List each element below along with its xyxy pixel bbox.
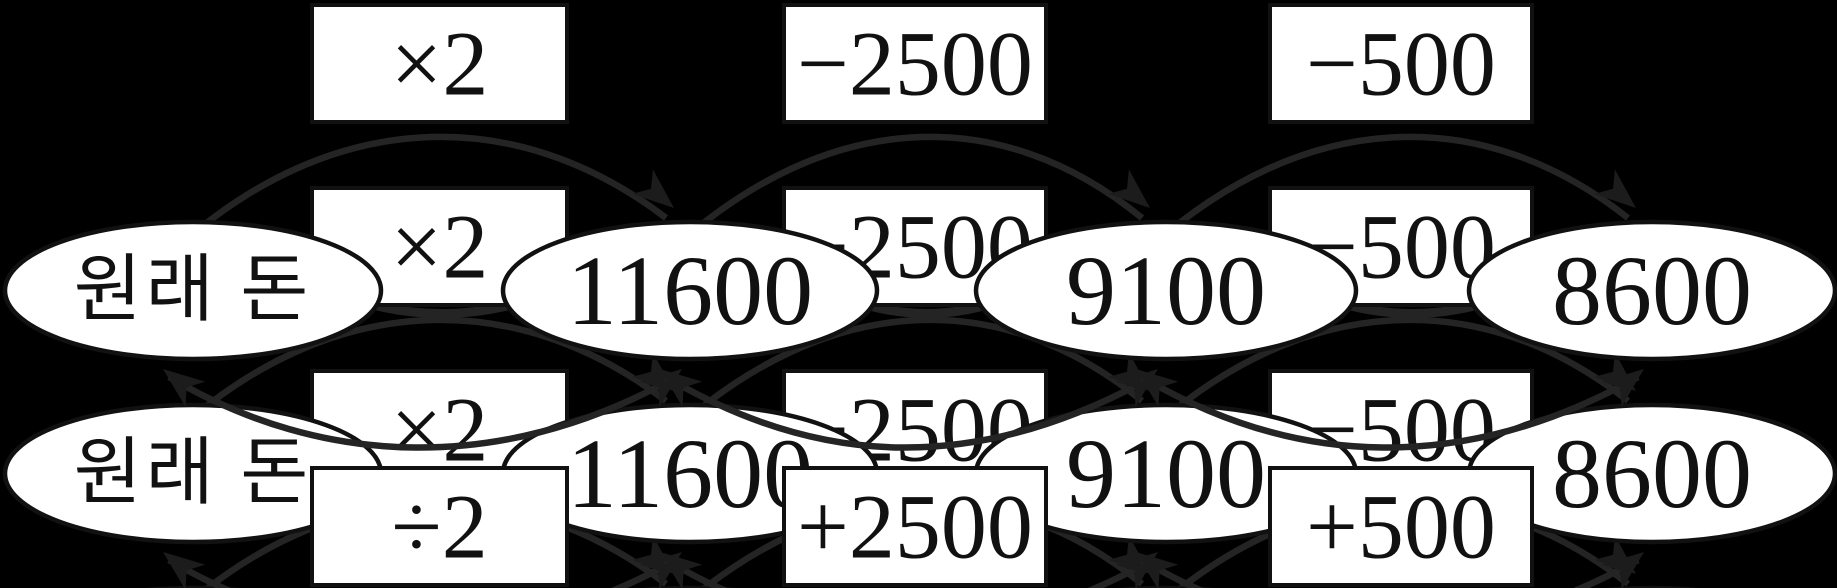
backward-op-label: ÷2	[391, 476, 488, 578]
arrowhead-icon	[632, 169, 674, 208]
arrowhead-icon	[163, 552, 206, 588]
forward-op-label: ×2	[391, 196, 489, 298]
arrowhead-icon	[1594, 169, 1636, 208]
node-label: 9100	[1066, 235, 1266, 346]
backward-op-box	[782, 466, 1048, 587]
forward-op-label: −2500	[797, 13, 1033, 115]
arrowhead-icon	[1601, 552, 1644, 588]
forward-op-box	[782, 3, 1048, 124]
backward-arc	[167, 374, 678, 451]
backward-arc	[1140, 374, 1640, 451]
node-label: 원래 돈	[74, 433, 313, 515]
backward-op-box	[310, 466, 569, 587]
arrowhead-icon	[163, 369, 206, 407]
forward-op-box	[310, 3, 569, 124]
forward-op-box	[1268, 3, 1534, 124]
node-ellipse	[973, 219, 1359, 362]
forward-op-label: −500	[1306, 13, 1496, 115]
forward-arc	[1149, 133, 1631, 249]
node-label: 원래 돈	[74, 250, 313, 332]
node-label: 9100	[1066, 418, 1266, 529]
forward-arc	[176, 133, 668, 249]
forward-arc	[673, 133, 1145, 249]
backward-op-box	[1268, 466, 1534, 587]
arrowhead-icon	[1136, 369, 1179, 407]
node-ellipse	[500, 219, 880, 362]
node-label: 8600	[1552, 235, 1752, 346]
arrowhead-icon	[1108, 169, 1150, 208]
node-label: 8600	[1552, 418, 1752, 529]
arrowhead-icon	[1601, 369, 1644, 407]
arrowhead-icon	[1136, 552, 1179, 588]
forward-op-label: ×2	[391, 13, 489, 115]
forward-arc	[673, 316, 1145, 432]
arrowhead-icon	[660, 369, 703, 407]
backward-op-label: +2500	[797, 476, 1033, 578]
node-label: 11600	[567, 235, 813, 346]
node-label: 11600	[567, 418, 813, 529]
backward-arc	[664, 374, 1154, 451]
forward-arc	[1149, 316, 1631, 432]
node-ellipse	[1466, 219, 1837, 362]
forward-arc	[176, 316, 668, 432]
arrowhead-icon	[660, 552, 703, 588]
backward-op-label: +500	[1306, 476, 1496, 578]
node-ellipse	[2, 219, 384, 362]
forward-op-label: ×2	[391, 379, 489, 481]
